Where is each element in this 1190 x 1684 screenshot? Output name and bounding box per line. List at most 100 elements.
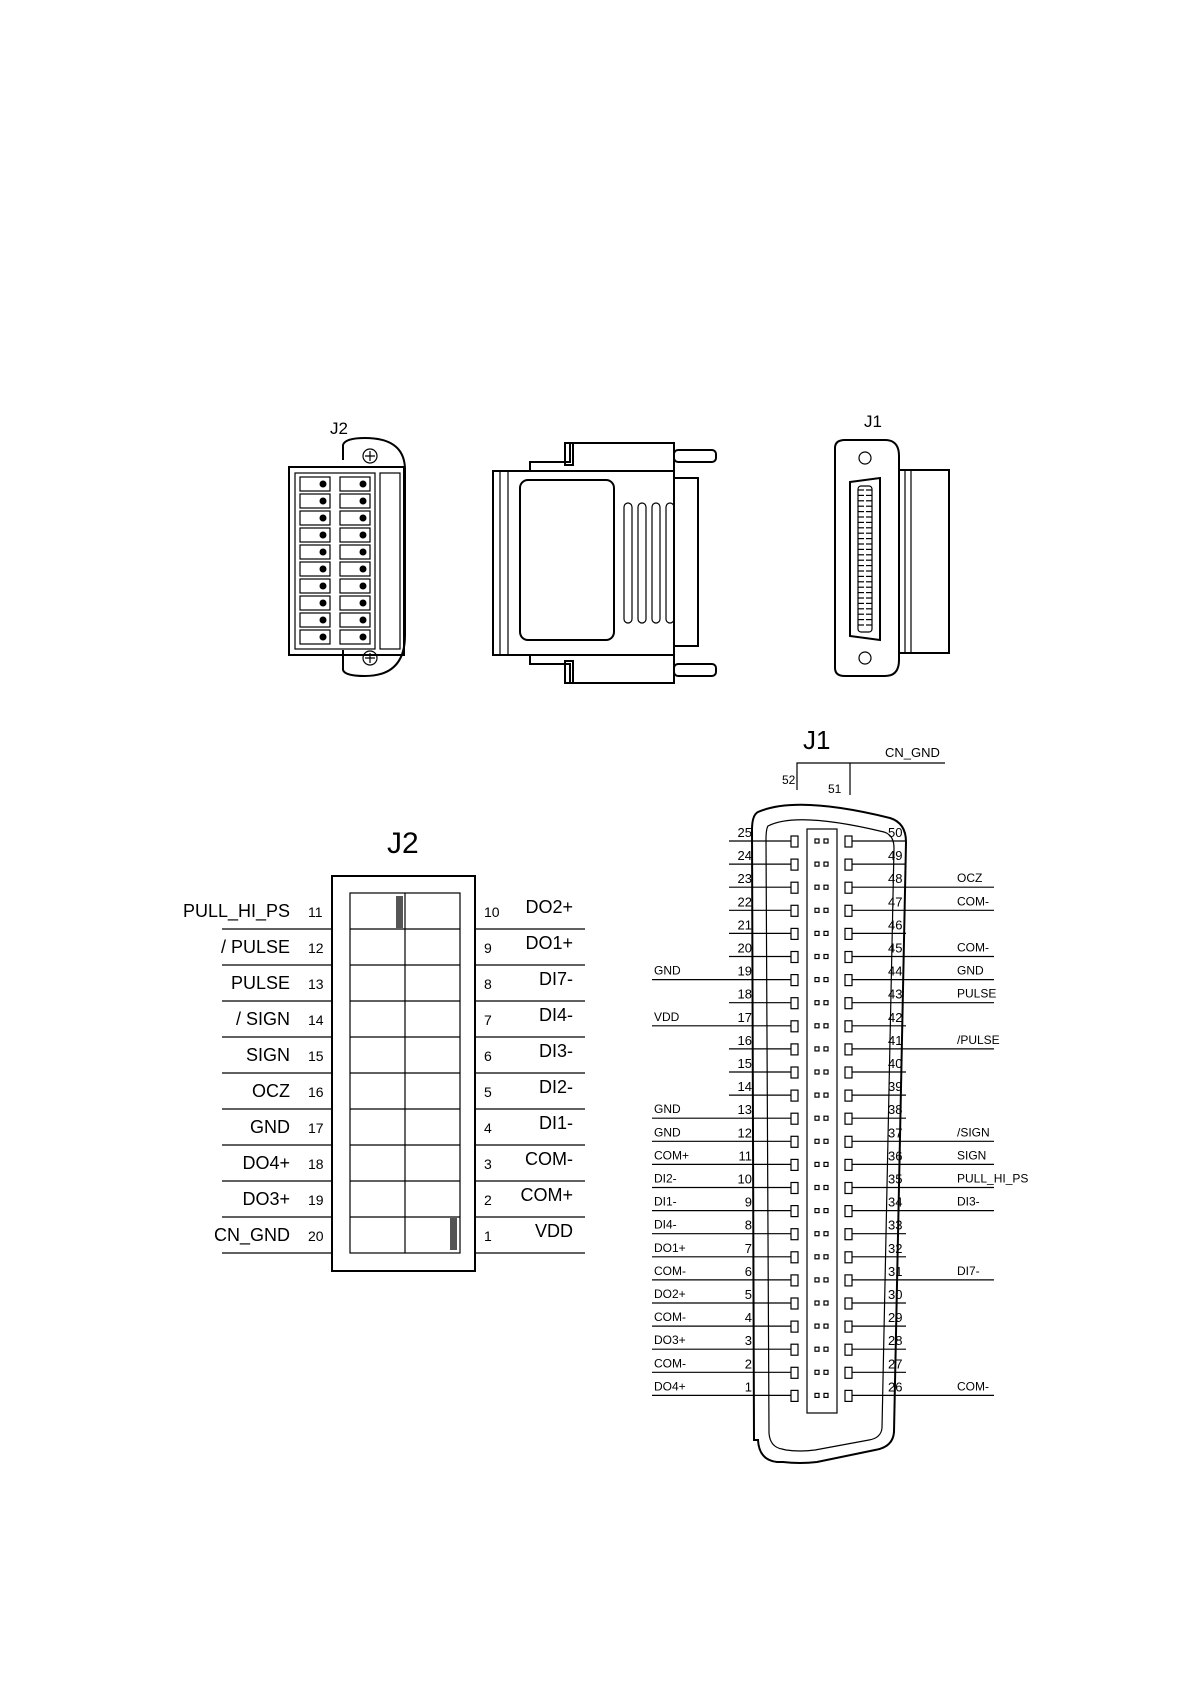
contact-dot [823, 884, 829, 890]
terminal-cell [299, 629, 331, 645]
cn-gnd-label: CN_GND [885, 745, 940, 760]
j2-pin-number: 2 [484, 1192, 492, 1208]
terminal-screw [319, 565, 327, 573]
pin-1-marker [450, 1218, 457, 1250]
contact-pad-left [790, 1158, 799, 1172]
contact-pad-left [790, 1251, 799, 1264]
j2-terminal-grid [299, 476, 371, 645]
j1-pin-number: 23 [738, 871, 752, 886]
contact-pad-left [790, 1228, 799, 1241]
j2-pin-name: DI2- [539, 1077, 573, 1097]
j2-pin-number: 18 [308, 1156, 324, 1172]
j2-pin-number: 17 [308, 1120, 324, 1136]
j2-pin-name: DI3- [539, 1041, 573, 1061]
contact-pad-left [790, 1020, 799, 1033]
j2-pin-name: PULSE [231, 973, 290, 993]
terminal-screw [359, 633, 367, 641]
j1-pin-name: COM- [654, 1356, 686, 1370]
j1-pin-name: COM+ [654, 1148, 689, 1162]
terminal-screw [319, 480, 327, 488]
pin-11-marker [396, 896, 403, 928]
j2-pin-name: SIGN [246, 1045, 290, 1065]
contact-dot [814, 1369, 820, 1375]
terminal-cell [339, 629, 371, 645]
contact-pad-right [844, 1343, 853, 1356]
contact-dot [823, 907, 829, 913]
contact-pad-right [844, 997, 853, 1010]
contact-pad-right [844, 904, 853, 917]
j1-pin-name: GND [957, 964, 984, 978]
terminal-screw [319, 497, 327, 505]
terminal-screw [319, 582, 327, 590]
j2-pin-number: 12 [308, 940, 324, 956]
j1-pin-number: 17 [738, 1010, 752, 1025]
contact-pad-right [844, 1135, 853, 1148]
j1-pin-number: 20 [738, 941, 752, 956]
contact-dot [814, 1046, 820, 1052]
contact-pad-left [790, 1343, 799, 1356]
terminal-screw [319, 599, 327, 607]
j2-pin-name: / SIGN [236, 1009, 290, 1029]
j1-pin-number: 13 [738, 1102, 752, 1117]
j1-pin-name: DI2- [654, 1172, 677, 1186]
j1-pin-name: GND [654, 1102, 681, 1116]
j1-pin-number: 47 [888, 894, 902, 909]
contact-pad-right [844, 1366, 853, 1379]
contact-pad-right [844, 1320, 853, 1333]
j1-pin-number: 4 [745, 1310, 752, 1325]
contact-pad-left [790, 904, 799, 917]
terminal-screw [359, 514, 367, 522]
j1-pin-name: /SIGN [957, 1125, 990, 1139]
j2-pin-number: 20 [308, 1228, 324, 1244]
contact-pad-left [790, 835, 799, 848]
j2-pin-name: DO4+ [242, 1153, 290, 1173]
contact-dot [823, 1092, 829, 1098]
pin-52-label: 52 [782, 773, 796, 787]
j1-pin-number: 33 [888, 1218, 902, 1233]
j1-pin-number: 26 [888, 1379, 902, 1394]
j2-pin-name: DO1+ [525, 933, 573, 953]
contact-dot [814, 1231, 820, 1237]
contact-dot [823, 1300, 829, 1306]
j2-pin-number: 13 [308, 976, 324, 992]
j1-contact-teeth [858, 489, 872, 626]
j2-pin-number: 6 [484, 1048, 492, 1064]
contact-dot [823, 1207, 829, 1214]
contact-dot [823, 1000, 829, 1006]
j1-pin-number: 8 [745, 1218, 752, 1233]
contact-dot [814, 1207, 820, 1214]
terminal-screw [359, 616, 367, 624]
j1-pin-number: 38 [888, 1102, 902, 1117]
j1-pin-number: 21 [738, 917, 752, 932]
contact-dot [814, 1346, 820, 1352]
j1-pin-name: COM- [654, 1310, 686, 1324]
contact-pad-right [844, 1389, 853, 1403]
j2-pin-name: VDD [535, 1221, 573, 1241]
contact-pad-right [844, 1204, 853, 1218]
terminal-screw [319, 616, 327, 624]
contact-dot [814, 1300, 820, 1306]
j1-title: J1 [803, 725, 830, 755]
j1-pin-name: COM- [957, 1379, 989, 1393]
contact-dot [814, 1069, 820, 1075]
terminal-screw [319, 514, 327, 522]
j1-pin-number: 12 [738, 1125, 752, 1140]
j1-pin-number: 9 [745, 1195, 752, 1210]
contact-pad-left [790, 927, 799, 941]
j1-pin-number: 36 [888, 1148, 902, 1163]
j1-pin-name: COM- [957, 894, 989, 908]
contact-dot [823, 1138, 829, 1144]
j1-pin-number: 35 [888, 1172, 902, 1187]
contact-dot [823, 1231, 829, 1237]
j2-pin-number: 3 [484, 1156, 492, 1172]
terminal-cell [339, 527, 371, 543]
j1-pin-number: 42 [888, 1010, 902, 1025]
contact-dot [814, 1392, 820, 1399]
contact-pad-right [844, 1043, 853, 1056]
pin-51-label: 51 [828, 782, 842, 796]
j2-pin-number: 4 [484, 1120, 492, 1136]
